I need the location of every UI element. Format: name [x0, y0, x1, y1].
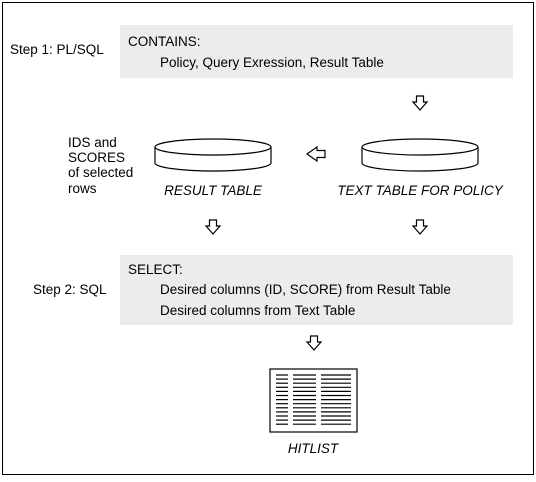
step2-item: Desired columns from Text Table	[160, 303, 355, 318]
step2-heading: SELECT:	[128, 262, 183, 277]
step2-label: Step 2: SQL	[33, 282, 107, 297]
hitlist-document-icon	[269, 368, 358, 433]
side-note-line: rows	[68, 181, 97, 196]
step1-label: Step 1: PL/SQL	[10, 42, 104, 57]
step1-panel	[120, 25, 513, 78]
step1-item: Policy, Query Exression, Result Table	[160, 55, 384, 70]
hitlist-label: HITLIST	[288, 441, 340, 456]
side-note-line: SCORES	[68, 150, 125, 165]
result-table-cylinder-icon	[154, 138, 272, 172]
side-note-line: of selected	[68, 165, 133, 180]
step1-heading: CONTAINS:	[128, 34, 201, 49]
text-table-label: TEXT TABLE FOR POLICY	[337, 183, 504, 198]
text-table-cylinder-icon	[361, 138, 479, 172]
side-note-line: IDS and	[68, 135, 117, 150]
result-table-label: RESULT TABLE	[164, 183, 263, 198]
step2-item: Desired columns (ID, SCORE) from Result …	[160, 282, 451, 297]
outer-frame	[2, 2, 534, 475]
step2-panel	[120, 255, 513, 325]
